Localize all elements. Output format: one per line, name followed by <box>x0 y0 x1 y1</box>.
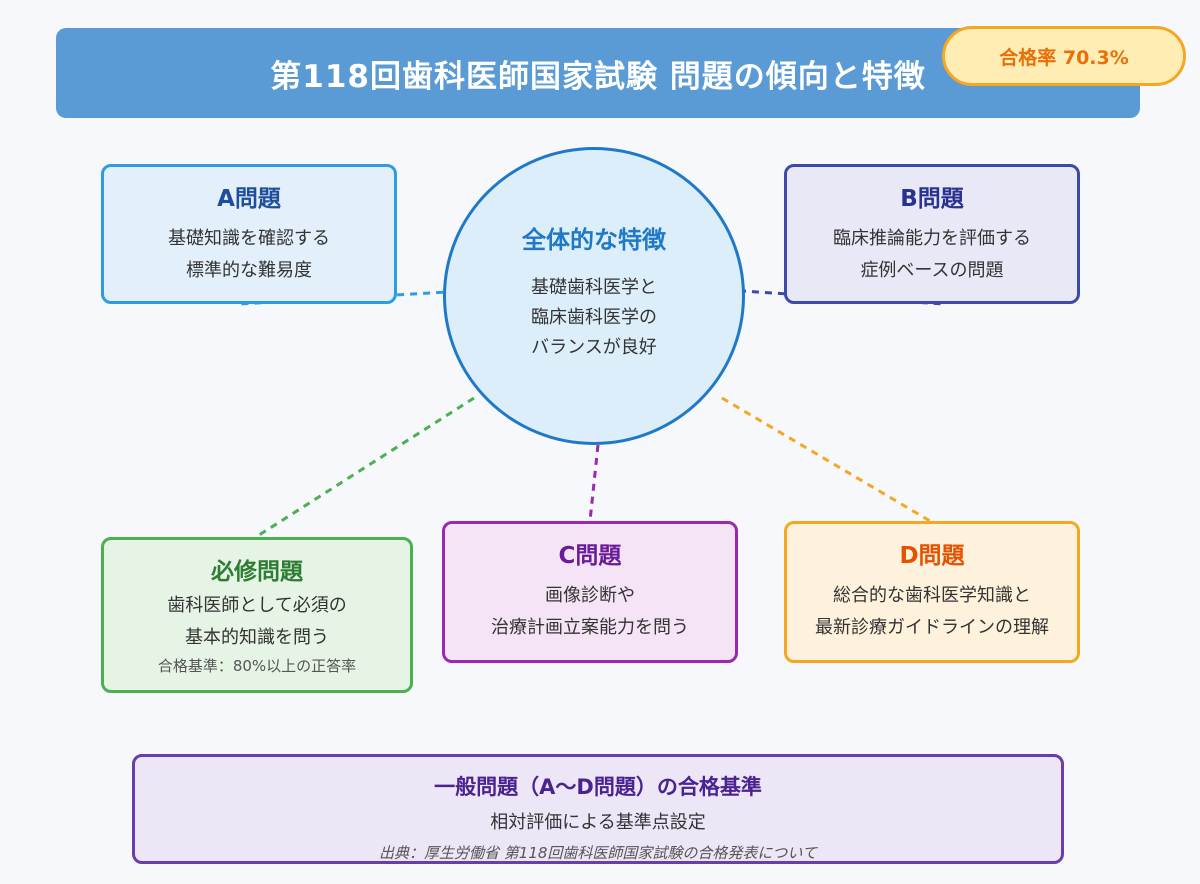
box-b-title: B問題 <box>900 186 964 212</box>
center-line: 基礎歯科医学と <box>531 277 657 298</box>
box-b-line: 臨床推論能力を評価する <box>833 228 1031 249</box>
box-required-problems: 必修問題 歯科医師として必須の 基本的知識を問う 合格基準：80%以上の正答率 <box>101 537 413 693</box>
box-a-problems: A問題 基礎知識を確認する 標準的な難易度 <box>101 164 397 304</box>
box-c-line: 画像診断や <box>545 585 635 606</box>
connector-c <box>588 444 600 522</box>
box-a-line: 基礎知識を確認する <box>168 228 330 249</box>
source-citation: 出典：厚生労働省 第118回歯科医師国家試験の合格発表について <box>379 844 817 862</box>
box-general-title: 一般問題（A〜D問題）の合格基準 <box>434 775 762 799</box>
box-d-problems: D問題 総合的な歯科医学知識と 最新診療ガイドラインの理解 <box>784 521 1080 663</box>
box-b-problems: B問題 臨床推論能力を評価する 症例ベースの問題 <box>784 164 1080 304</box>
box-general-line: 相対評価による基準点設定 <box>490 812 706 833</box>
box-hissu-title: 必修問題 <box>211 559 303 585</box>
box-a-line: 標準的な難易度 <box>186 260 312 281</box>
box-d-line: 総合的な歯科医学知識と <box>833 585 1031 606</box>
page-title: 第118回歯科医師国家試験 問題の傾向と特徴 <box>270 58 926 95</box>
box-c-title: C問題 <box>558 543 622 569</box>
box-c-line: 治療計画立案能力を問う <box>491 617 689 638</box>
box-hissu-line: 基本的知識を問う <box>185 627 329 648</box>
box-d-title: D問題 <box>899 543 965 569</box>
pass-rate-badge: 合格率 70.3% <box>942 26 1186 86</box>
box-general-criteria: 一般問題（A〜D問題）の合格基準 相対評価による基準点設定 出典：厚生労働省 第… <box>132 754 1064 864</box>
box-a-title: A問題 <box>217 186 281 212</box>
center-line: バランスが良好 <box>531 337 657 358</box>
box-hissu-line: 歯科医師として必須の <box>167 595 347 616</box>
center-line: 臨床歯科医学の <box>531 307 657 328</box>
box-hissu-note: 合格基準：80%以上の正答率 <box>157 657 357 675</box>
connector-d <box>721 396 931 523</box>
box-d-line: 最新診療ガイドラインの理解 <box>815 617 1049 638</box>
box-b-line: 症例ベースの問題 <box>860 260 1004 281</box>
connector-hissu <box>255 396 475 539</box>
center-overview-circle: 全体的な特徴 基礎歯科医学と 臨床歯科医学の バランスが良好 <box>443 147 745 445</box>
center-title: 全体的な特徴 <box>522 226 666 254</box>
box-c-problems: C問題 画像診断や 治療計画立案能力を問う <box>442 521 738 663</box>
